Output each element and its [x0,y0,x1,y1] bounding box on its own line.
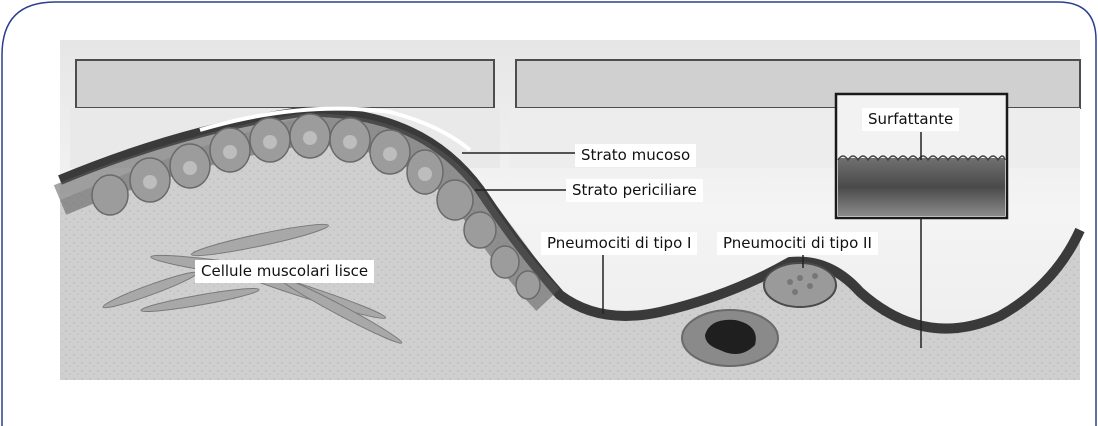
label-surfattante: Surfattante [862,108,959,131]
label-pneumociti-tipo-1: Pneumociti di tipo I [541,232,697,255]
label-strato-mucoso: Strato mucoso [575,144,696,167]
label-strato-periciliare: Strato periciliare [566,179,703,202]
label-cellule-muscolari: Cellule muscolari lisce [195,260,374,283]
type-2-pneumocyte [764,263,836,307]
panel-left-header [76,60,494,108]
label-pneumociti-tipo-2: Pneumociti di tipo II [717,232,878,255]
